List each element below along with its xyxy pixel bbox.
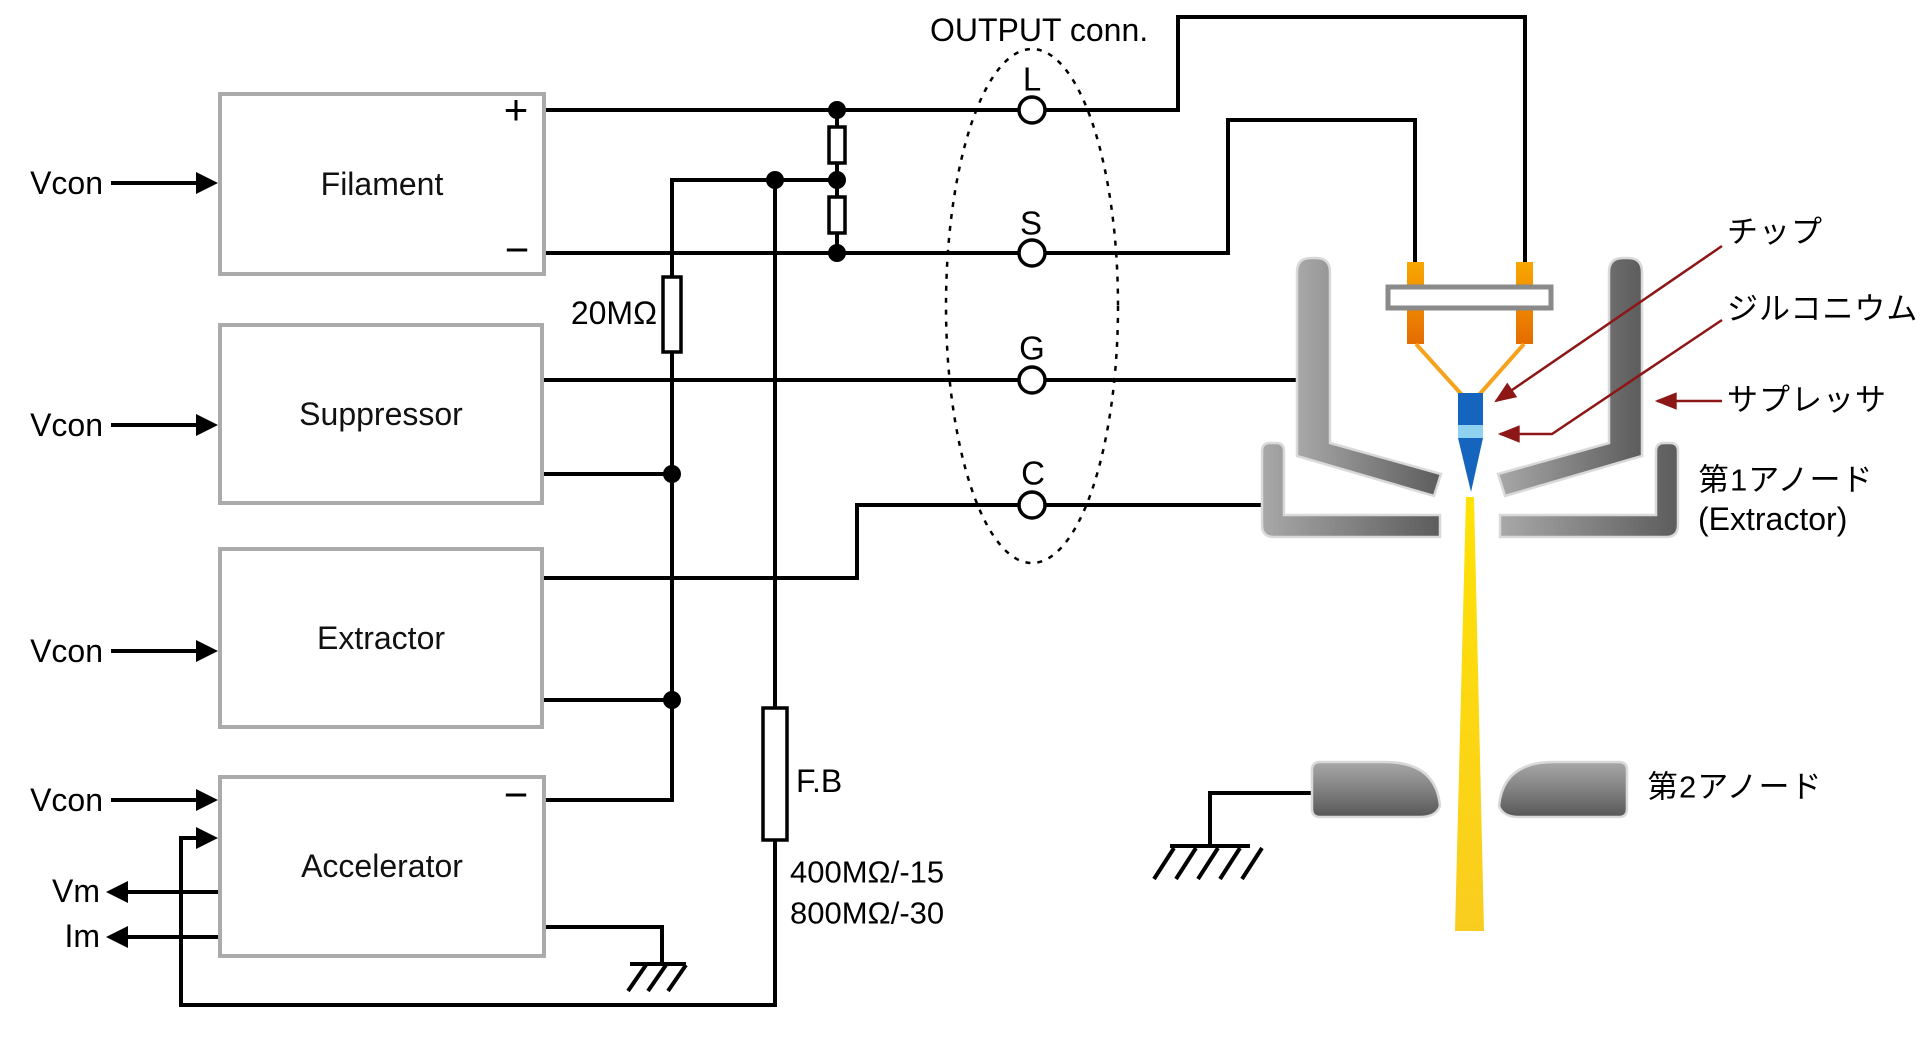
- ground-symbol-accelerator: [626, 962, 688, 993]
- suppressor-electrode-right: [1496, 256, 1644, 498]
- suppressor-supply-label: Suppressor: [299, 395, 463, 432]
- suppressor-annotation-label: サプレッサ: [1727, 382, 1887, 418]
- resistor-20mohm-label: 20MΩ: [570, 295, 657, 331]
- terminal-L: [1017, 95, 1047, 125]
- filament-plus-sign: +: [503, 86, 529, 133]
- accelerator-minus-sign: −: [503, 771, 529, 818]
- resistors: [661, 125, 847, 842]
- output-connector-title: OUTPUT conn.: [930, 12, 1149, 48]
- vcon-label-extractor: Vcon: [30, 633, 103, 669]
- annotation-arrows: [1494, 244, 1723, 443]
- zirconium-annotation-label: ジルコニウム: [1727, 291, 1919, 327]
- tip-annotation-arrow: [1494, 244, 1723, 403]
- extractor-supply-box: Extractor: [218, 547, 544, 729]
- vcon-label-accelerator: Vcon: [30, 782, 103, 818]
- ground-symbol-second-anode: [1152, 844, 1264, 881]
- extractor-supply-label: Extractor: [316, 619, 446, 656]
- tip-annotation-label: チップ: [1727, 214, 1823, 250]
- ceramic-support-bar: [1385, 284, 1554, 311]
- junction-dots: [663, 101, 846, 709]
- first-anode-en-label: (Extractor): [1698, 501, 1848, 537]
- emitter-assembly: [1260, 256, 1680, 931]
- zirconium-band: [1458, 425, 1483, 438]
- arrowheads: [106, 172, 218, 948]
- terminal-C: [1017, 490, 1047, 520]
- terminal-label-c: C: [1021, 454, 1045, 492]
- terminal-S: [1017, 238, 1047, 268]
- terminal-label-s: S: [1019, 204, 1043, 242]
- resistor-fb: [761, 706, 789, 842]
- terminal-circles: [1017, 95, 1047, 520]
- im-label: Im: [64, 918, 100, 954]
- vcon-label-filament: Vcon: [30, 165, 103, 201]
- terminal-label-l: L: [1022, 60, 1042, 98]
- divider-resistor-lower: [827, 195, 847, 235]
- fb-value-2-label: 800MΩ/-30: [790, 895, 945, 931]
- second-anode-left: [1310, 760, 1442, 819]
- divider-resistor-upper: [827, 125, 847, 165]
- accelerator-supply-box: Accelerator: [218, 775, 546, 958]
- resistor-fb-label: F.B: [796, 763, 843, 799]
- fb-value-1-label: 400MΩ/-15: [790, 854, 945, 890]
- output-connector-ellipse: [944, 47, 1120, 565]
- emitter-tip-cone: [1458, 438, 1483, 492]
- vm-label: Vm: [52, 873, 100, 909]
- suppressor-electrode-left: [1295, 256, 1443, 498]
- zirconium-annotation-arrow: [1497, 318, 1723, 443]
- second-anode-right: [1497, 760, 1629, 819]
- filament-hairpin-wire: [1414, 342, 1526, 398]
- electron-beam: [1455, 497, 1484, 931]
- filament-minus-sign: −: [504, 226, 530, 273]
- first-anode-left: [1260, 441, 1442, 539]
- emitter-tip-body: [1458, 393, 1483, 425]
- terminal-label-g: G: [1019, 329, 1045, 367]
- second-anode-label: 第2アノード: [1647, 769, 1823, 805]
- accelerator-supply-label: Accelerator: [301, 848, 463, 884]
- first-anode-label: 第1アノード: [1698, 462, 1874, 498]
- vcon-label-suppressor: Vcon: [30, 407, 103, 443]
- first-anode-right: [1498, 441, 1680, 539]
- suppressor-supply-box: Suppressor: [218, 323, 544, 505]
- terminal-G: [1017, 365, 1047, 395]
- filament-supply-box: Filament: [218, 92, 546, 276]
- filament-supply-label: Filament: [320, 165, 444, 202]
- resistor-20mohm: [661, 275, 683, 354]
